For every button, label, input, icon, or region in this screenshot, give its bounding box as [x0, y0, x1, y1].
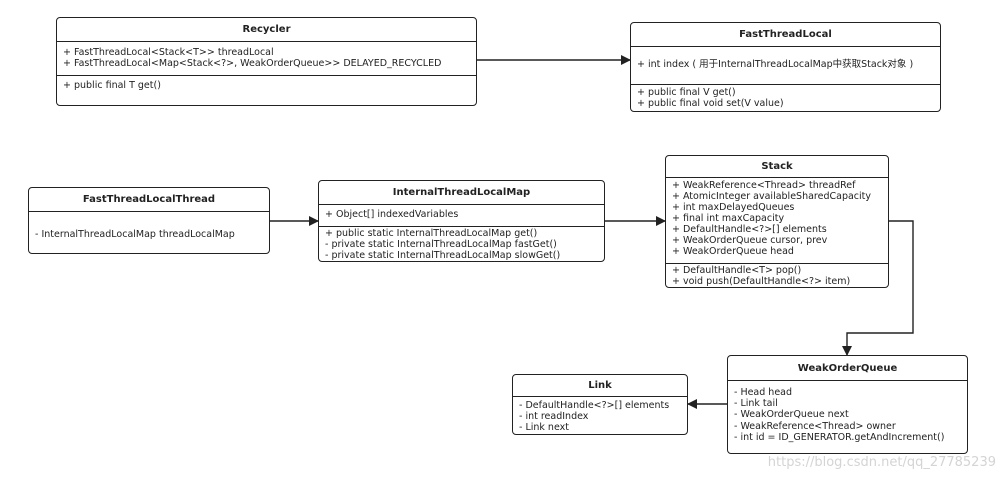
field-row: + FastThreadLocal<Stack<T>> threadLocal: [63, 47, 274, 58]
class-title: Stack: [666, 156, 888, 178]
class-title: InternalThreadLocalMap: [319, 181, 604, 205]
field-row: - WeakReference<Thread> owner: [734, 420, 896, 432]
method-row: + public final V get(): [637, 87, 736, 98]
methods-section: + public static InternalThreadLocalMap g…: [319, 226, 604, 262]
field-row: - int id = ID_GENERATOR.getAndIncrement(…: [734, 431, 945, 443]
method-row: + public final T get(): [63, 80, 161, 91]
method-row: + public static InternalThreadLocalMap g…: [325, 228, 538, 239]
fields-section: - DefaultHandle<?>[] elements - int read…: [513, 397, 687, 434]
class-title: Link: [513, 375, 687, 397]
field-row: + final int maxCapacity: [672, 213, 785, 224]
field-row: - InternalThreadLocalMap threadLocalMap: [35, 229, 235, 240]
field-row: - Link next: [519, 422, 569, 434]
fields-section: + int index ( 用于InternalThreadLocalMap中获…: [631, 47, 940, 84]
fields-section: + Object[] indexedVariables: [319, 205, 604, 226]
class-link: Link - DefaultHandle<?>[] elements - int…: [512, 374, 688, 435]
class-recycler: Recycler + FastThreadLocal<Stack<T>> thr…: [56, 17, 477, 106]
watermark: https://blog.csdn.net/qq_27785239: [767, 455, 996, 470]
field-row: - int readIndex: [519, 411, 589, 423]
class-stack: Stack + WeakReference<Thread> threadRef …: [665, 155, 889, 288]
methods-section: + public final V get() + public final vo…: [631, 84, 940, 111]
fields-section: - InternalThreadLocalMap threadLocalMap: [29, 212, 269, 243]
field-row: + AtomicInteger availableSharedCapacity: [672, 191, 871, 202]
fields-section: + WeakReference<Thread> threadRef + Atom…: [666, 178, 888, 263]
class-internalthreadlocalmap: InternalThreadLocalMap + Object[] indexe…: [318, 180, 605, 262]
class-fastthreadlocal: FastThreadLocal + int index ( 用于Internal…: [630, 22, 941, 112]
field-row: + WeakOrderQueue head: [672, 246, 794, 257]
class-title: Recycler: [57, 18, 476, 42]
class-title: WeakOrderQueue: [728, 356, 967, 381]
fields-section: - Head head - Link tail - WeakOrderQueue…: [728, 381, 967, 446]
method-row: + void push(DefaultHandle<?> item): [672, 276, 851, 287]
field-row: + Object[] indexedVariables: [325, 209, 459, 220]
methods-section: + DefaultHandle<T> pop() + void push(Def…: [666, 263, 888, 287]
methods-section: + public final T get(): [57, 75, 476, 94]
fields-section: + FastThreadLocal<Stack<T>> threadLocal …: [57, 42, 476, 75]
class-title: FastThreadLocalThread: [29, 188, 269, 212]
method-row: - private static InternalThreadLocalMap …: [325, 239, 557, 251]
class-weakorderqueue: WeakOrderQueue - Head head - Link tail -…: [727, 355, 968, 454]
field-row: + int maxDelayedQueues: [672, 202, 795, 213]
field-row: - WeakOrderQueue next: [734, 409, 849, 421]
field-row: + FastThreadLocal<Map<Stack<?>, WeakOrde…: [63, 58, 442, 70]
method-row: + DefaultHandle<T> pop(): [672, 265, 802, 276]
field-row: - DefaultHandle<?>[] elements: [519, 400, 670, 411]
field-row: - Link tail: [734, 398, 778, 410]
field-row: - Head head: [734, 387, 793, 398]
field-row: + WeakOrderQueue cursor, prev: [672, 235, 828, 246]
field-row: + int index ( 用于InternalThreadLocalMap中获…: [637, 59, 914, 70]
method-row: + public final void set(V value): [637, 98, 784, 110]
method-row: - private static InternalThreadLocalMap …: [325, 250, 561, 262]
arrow-stack-to-weakorderqueue: [842, 220, 914, 356]
class-title: FastThreadLocal: [631, 23, 940, 47]
class-fastthreadlocalthread: FastThreadLocalThread - InternalThreadLo…: [28, 187, 270, 254]
field-row: + DefaultHandle<?>[] elements: [672, 224, 827, 235]
field-row: + WeakReference<Thread> threadRef: [672, 180, 856, 191]
